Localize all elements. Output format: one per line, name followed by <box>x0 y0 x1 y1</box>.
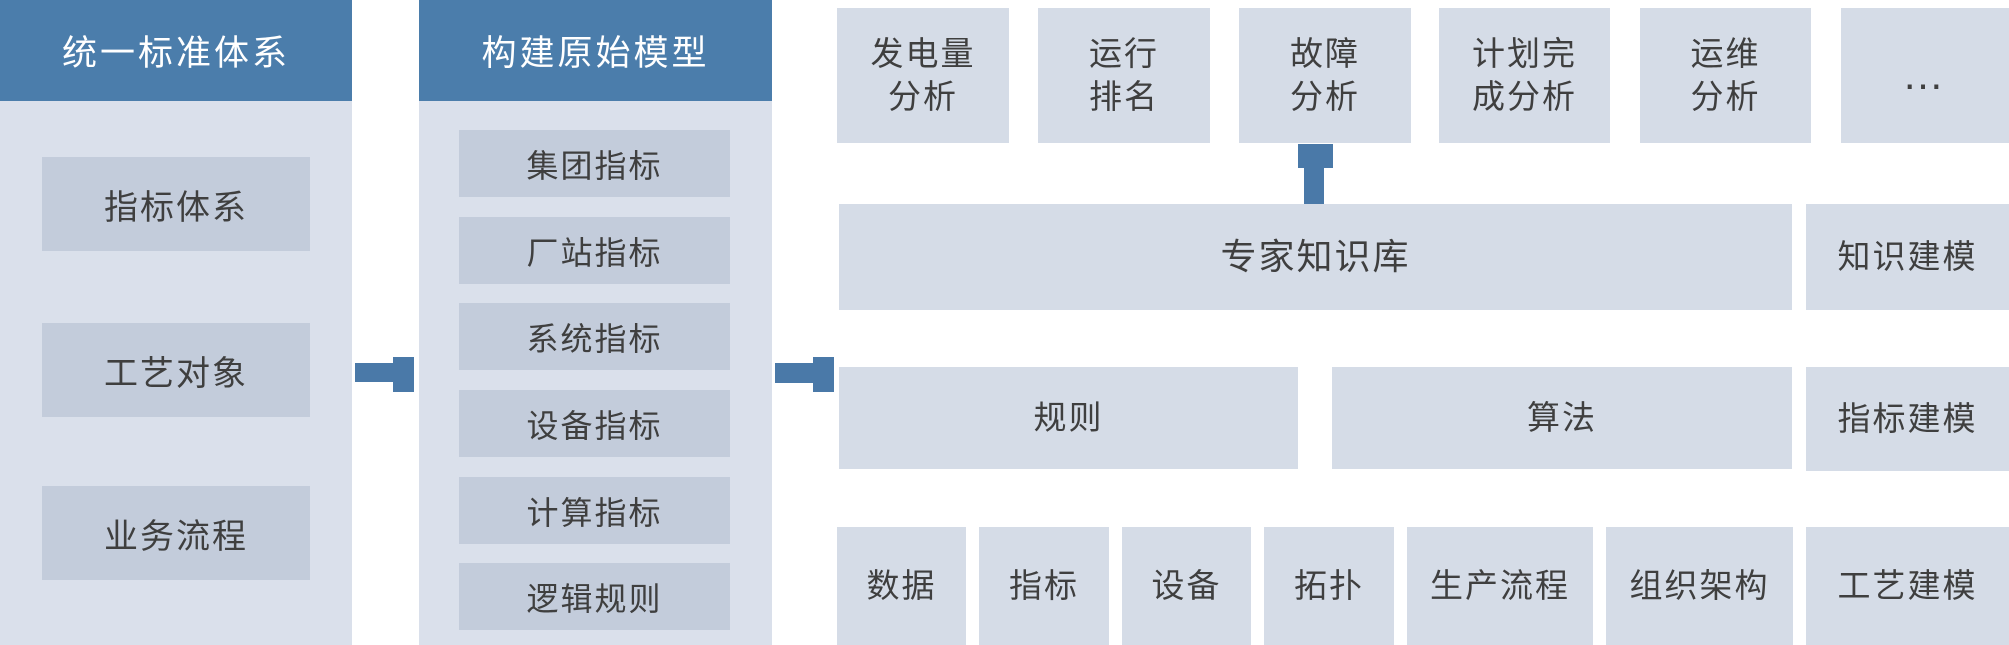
bottom-row-box: 生产流程 <box>1407 527 1593 645</box>
bottom-row-box: 数据 <box>837 527 966 645</box>
top-row-box: 计划完 成分析 <box>1439 8 1610 143</box>
top-row-box: 发电量 分析 <box>837 8 1009 143</box>
process-modeling-box: 工艺建模 <box>1806 527 2009 645</box>
model-panel-item: 厂站指标 <box>459 217 730 284</box>
model-panel-item: 集团指标 <box>459 130 730 197</box>
model-panel-item: 系统指标 <box>459 303 730 370</box>
bottom-row-box: 指标 <box>979 527 1109 645</box>
algorithm-box: 算法 <box>1332 367 1792 469</box>
top-row-box: 运维 分析 <box>1640 8 1811 143</box>
expert-knowledge-base-box: 专家知识库 <box>839 204 1792 310</box>
bottom-row-box: 拓扑 <box>1264 527 1394 645</box>
bottom-row-box: 设备 <box>1122 527 1251 645</box>
top-row-ellipsis-box: … <box>1841 8 2009 143</box>
model-panel-item: 设备指标 <box>459 390 730 457</box>
rule-box: 规则 <box>839 367 1298 469</box>
knowledge-modeling-box: 知识建模 <box>1806 204 2009 310</box>
left-panel-item: 业务流程 <box>42 486 310 580</box>
left-panel-item: 指标体系 <box>42 157 310 251</box>
bottom-row-box: 组织架构 <box>1606 527 1793 645</box>
model-panel-title: 构建原始模型 <box>419 0 772 101</box>
top-row-box: 运行 排名 <box>1038 8 1210 143</box>
top-row-box: 故障 分析 <box>1239 8 1411 143</box>
left-panel-title: 统一标准体系 <box>0 0 352 101</box>
indicator-modeling-box: 指标建模 <box>1806 367 2009 471</box>
left-panel-item: 工艺对象 <box>42 323 310 417</box>
model-panel-item: 逻辑规则 <box>459 563 730 630</box>
model-panel-item: 计算指标 <box>459 477 730 544</box>
